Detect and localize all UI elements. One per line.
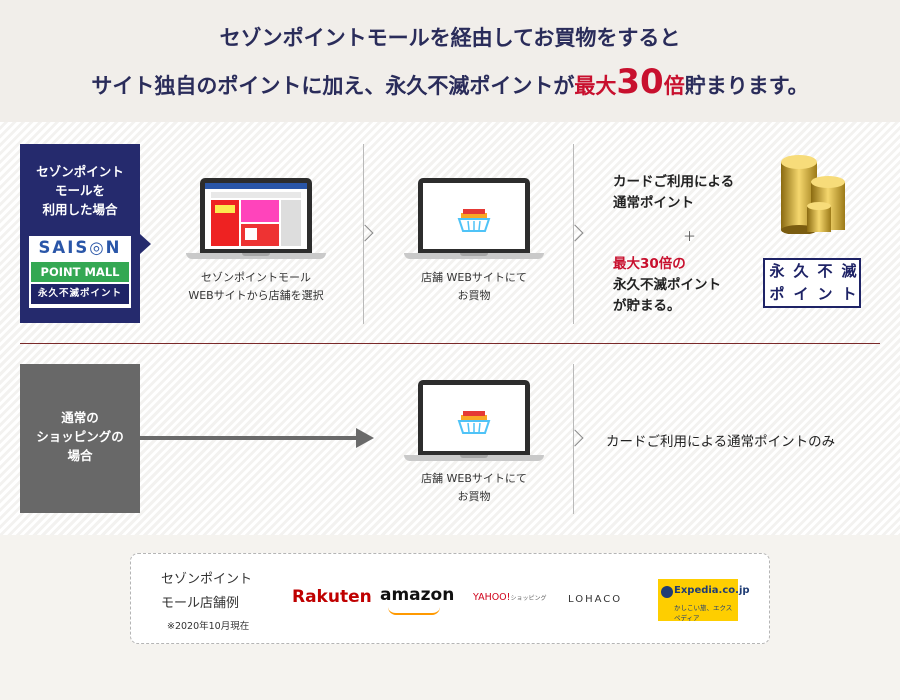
stamp-char: 不 <box>817 262 833 280</box>
gold-coins-icon <box>781 155 845 234</box>
yahoo-text: YAHOO! <box>473 592 511 603</box>
expedia-globe-icon <box>661 586 673 598</box>
store-label-line-1: セゾンポイント <box>161 572 253 587</box>
normal-box-line-3: 場合 <box>67 448 93 463</box>
headline-red-times: 倍 <box>663 74 685 98</box>
eikyu-line-2: 永久不滅ポイント <box>613 277 721 293</box>
saison-box-line-3: 利用した場合 <box>42 202 118 217</box>
divider <box>573 144 574 324</box>
eikyu-line-3: が貯まる。 <box>613 298 681 314</box>
stamp-char: イ <box>793 285 809 303</box>
normal-box-text: 通常の ショッピングの 場合 <box>20 408 140 465</box>
normal-shopping-case-box: 通常の ショッピングの 場合 <box>20 364 140 513</box>
logo-eikyu-text: 永久不滅ポイント <box>31 284 129 304</box>
stamp-char: 滅 <box>841 262 857 280</box>
step-select-store-caption: セゾンポイントモール WEBサイトから店舗を選択 <box>176 269 336 305</box>
saison-point-mall-logo: SAIS◎N POINT MALL 永久不滅ポイント <box>29 236 131 308</box>
amazon-logo[interactable]: amazon <box>380 585 455 605</box>
max-30x-text: 最大30倍の <box>613 256 686 272</box>
store-examples-note: ※2020年10月現在 <box>167 621 250 632</box>
normal-box-line-2: ショッピングの <box>36 429 124 444</box>
card-points-line-2: 通常ポイント <box>613 195 694 211</box>
stamp-char: 久 <box>793 262 809 280</box>
step2-line-2: お買物 <box>457 289 491 302</box>
saison-mall-case-box: セゾンポイント モールを 利用した場合 SAIS◎N POINT MALL 永久… <box>20 144 140 323</box>
lohaco-logo[interactable]: LOHACO <box>568 594 623 605</box>
divider <box>573 364 574 514</box>
eikyu-fumetsu-stamp: 永 久 不 滅 ポ イ ン ト <box>763 258 861 308</box>
saison-box-line-1: セゾンポイント <box>36 164 124 179</box>
arrow-head-icon <box>356 428 374 448</box>
stamp-char: ン <box>817 285 833 303</box>
divider <box>363 144 364 324</box>
normal-points-only-text: カードご利用による通常ポイントのみ <box>606 434 836 450</box>
saison-box-line-2: モールを <box>54 183 105 198</box>
card-points-line-1: カードご利用による <box>613 174 735 190</box>
headline-line-1: セゾンポイントモールを経由してお買物をすると <box>219 26 681 50</box>
card-points-text: カードご利用による 通常ポイント <box>613 172 734 214</box>
normal-shop-caption: 店舗 WEBサイトにて お買物 <box>394 470 554 506</box>
yahoo-sub-text: ショッピング <box>510 595 547 602</box>
stamp-char: 永 <box>769 262 785 280</box>
expedia-logo[interactable]: Expedia.co.jp かしこい旅、エクスペディア <box>658 579 750 622</box>
step1-line-2: WEBサイトから店舗を選択 <box>188 289 324 302</box>
normal-box-line-1: 通常の <box>61 410 99 425</box>
row-separator <box>20 343 880 344</box>
step-shop-caption: 店舗 WEBサイトにて お買物 <box>394 269 554 305</box>
store-examples-label: セゾンポイント モール店舗例 <box>161 568 252 616</box>
arrow-right-icon <box>140 436 358 440</box>
stamp-char: ト <box>841 285 857 303</box>
logo-point-mall-text: POINT MALL <box>31 262 129 282</box>
amazon-smile-icon <box>388 607 440 615</box>
saison-box-text: セゾンポイント モールを 利用した場合 <box>20 162 140 219</box>
expedia-sub-text: かしこい旅、エクスペディア <box>674 604 733 622</box>
step1-line-1: セゾンポイントモール <box>201 271 311 284</box>
store-examples-box: セゾンポイント モール店舗例 ※2020年10月現在 Rakuten amazo… <box>130 553 770 644</box>
step3-line-2: お買物 <box>457 490 491 503</box>
store-label-line-2: モール店舗例 <box>161 596 240 611</box>
yahoo-shopping-logo[interactable]: YAHOO!ショッピング <box>473 592 547 603</box>
eikyu-points-text: 最大30倍の 永久不滅ポイント が貯まる。 <box>613 254 721 317</box>
headline-line-2-pre: サイト独自のポイントに加え、永久不滅ポイントが <box>91 74 575 98</box>
step2-line-1: 店舗 WEBサイトにて <box>421 271 527 284</box>
rakuten-logo[interactable]: Rakuten <box>292 587 372 607</box>
step3-line-1: 店舗 WEBサイトにて <box>421 472 527 485</box>
headline-red-30: 30 <box>616 62 664 102</box>
headline-red-max: 最大 <box>574 74 617 98</box>
headline-line-2-post: 貯まります。 <box>684 74 809 98</box>
logo-saison-text: SAIS◎N <box>38 238 122 257</box>
expedia-text: Expedia.co.jp <box>674 585 750 596</box>
saison-box-pointer <box>140 234 151 254</box>
stamp-char: ポ <box>769 285 785 303</box>
headline-line-2: サイト独自のポイントに加え、永久不滅ポイントが最大30倍貯まります。 <box>0 62 900 102</box>
plus-sign: ＋ <box>683 230 697 245</box>
headline-banner: セゾンポイントモールを経由してお買物をすると サイト独自のポイントに加え、永久不… <box>0 0 900 122</box>
